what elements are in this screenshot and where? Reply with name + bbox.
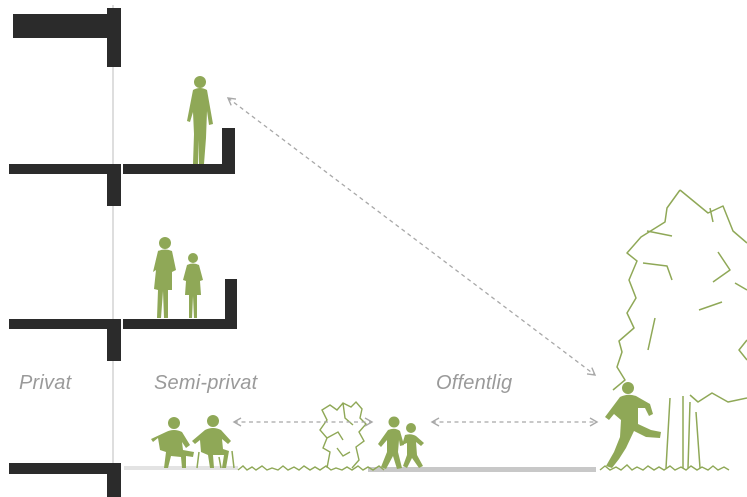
grass-strip-left — [237, 465, 385, 471]
shrub-icon — [319, 400, 367, 469]
label-semi-private: Semi-privat — [154, 372, 258, 394]
building-floor-middle — [9, 279, 237, 361]
runner-icon — [605, 382, 661, 468]
two-women-icon — [153, 237, 203, 318]
public-pavement — [368, 467, 596, 472]
semi-private-ground — [124, 466, 238, 470]
label-public: Offentlig — [436, 372, 513, 394]
seated-people-icon — [151, 415, 235, 469]
grass-strip-right — [599, 464, 730, 471]
building-top-slab — [13, 8, 121, 67]
children-playing-icon — [378, 416, 424, 469]
dashed-double-arrow-icon — [226, 97, 597, 376]
tree-icon — [612, 189, 747, 469]
standing-person-icon — [187, 76, 213, 164]
building-ground-floor — [9, 463, 121, 497]
label-private: Privat — [19, 372, 72, 394]
